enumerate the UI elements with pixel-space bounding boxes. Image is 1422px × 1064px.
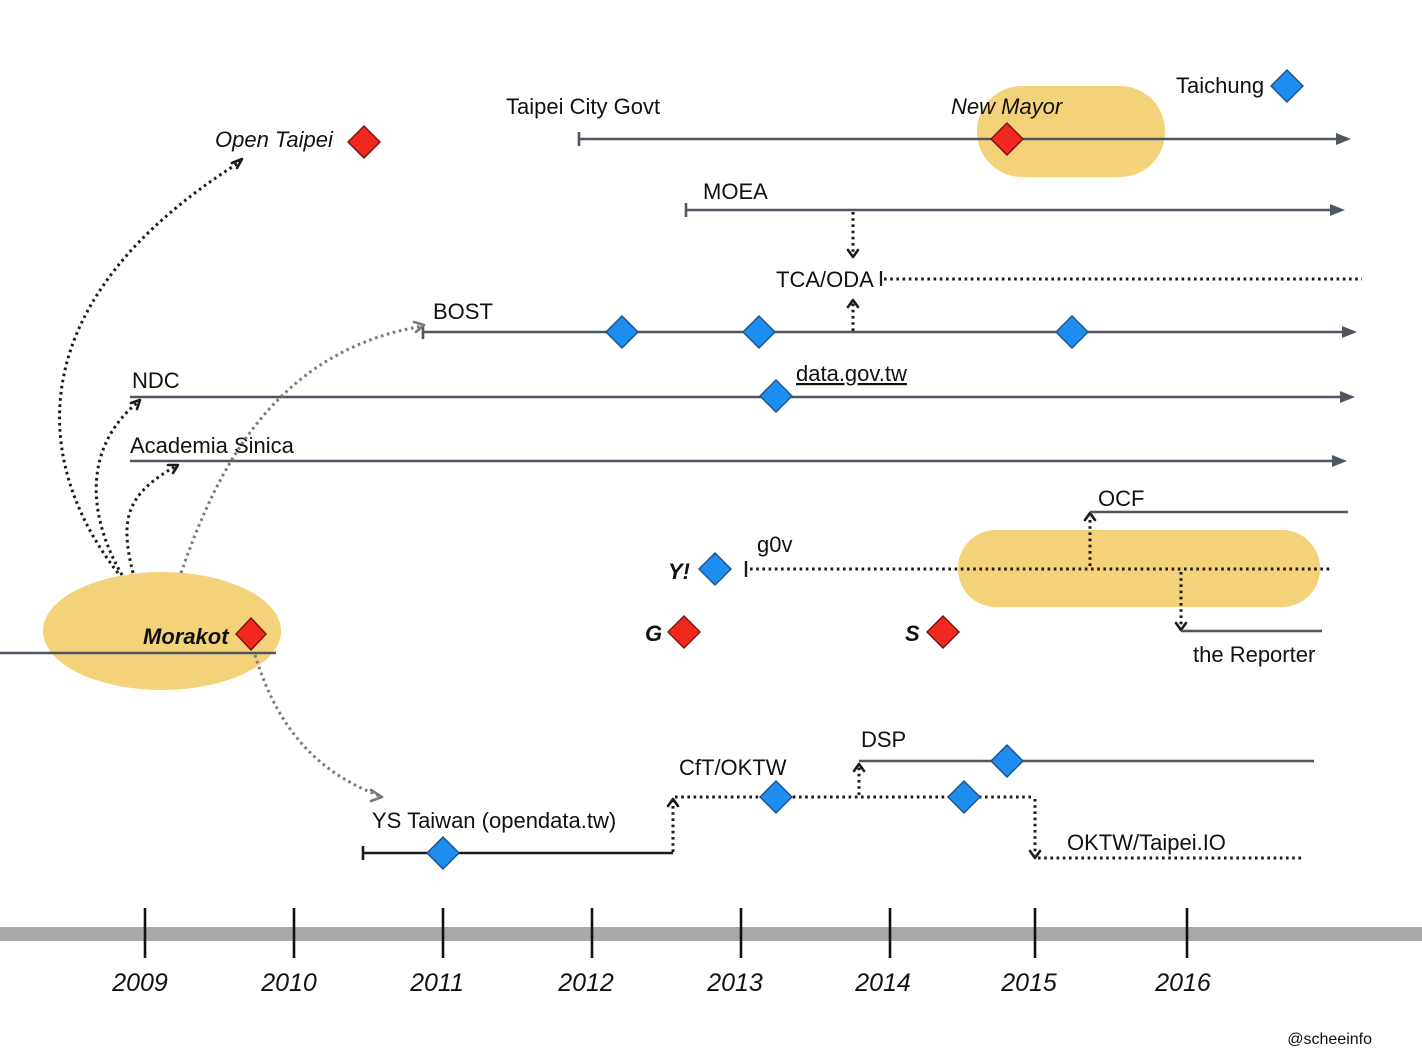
year-label-2011: 2011 (409, 969, 464, 997)
open-taipei-label: Open Taipei (215, 127, 334, 152)
taipei-city-govt-track: Taipei City Govt (506, 94, 1351, 146)
cft-oktw-marker (947, 780, 981, 814)
arrowhead (369, 788, 384, 803)
morakot-to-bost-connector (179, 324, 424, 574)
arrowhead (1083, 511, 1097, 522)
data-gov-tw-marker (759, 379, 793, 413)
the-reporter-label: the Reporter (1193, 642, 1315, 667)
oktw-taipei-io-label: OKTW/Taipei.IO (1067, 830, 1226, 855)
axis-bar (0, 927, 1422, 941)
ndc-label: NDC (132, 368, 180, 393)
ys-taiwan-label: YS Taiwan (opendata.tw) (372, 808, 616, 833)
ys-taiwan-marker (426, 836, 460, 870)
year-label-2009: 2009 (111, 969, 168, 997)
arrowhead (412, 320, 426, 334)
year-label-2010: 2010 (260, 969, 317, 997)
yahoo-label: Y! (668, 559, 690, 584)
cft-oktw-label: CfT/OKTW (679, 755, 787, 780)
taipei-city-govt-label: Taipei City Govt (506, 94, 660, 119)
bost-marker (605, 315, 639, 349)
s-marker (926, 615, 960, 649)
arrowhead (1336, 133, 1351, 145)
morakot-highlight (43, 572, 281, 690)
arrowhead (666, 797, 680, 808)
bost-track: BOST (421, 299, 1357, 339)
dsp-label: DSP (861, 727, 906, 752)
g0v-label: g0v (757, 532, 792, 557)
bost-label: BOST (433, 299, 493, 324)
year-label-2013: 2013 (706, 969, 763, 997)
arrowhead (1340, 391, 1355, 403)
morakot-to-ndc-connector (94, 400, 139, 576)
arrowhead (129, 398, 142, 411)
new-mayor-marker (990, 122, 1024, 156)
credit-label: @scheeinfo (1287, 1031, 1372, 1048)
academia-sinica-label: Academia Sinica (130, 433, 295, 458)
tca-oda-label: TCA/ODA (776, 267, 874, 292)
yahoo-marker (698, 552, 732, 586)
arrowhead (166, 463, 180, 475)
arrowhead (1342, 326, 1357, 338)
dsp-marker (990, 744, 1024, 778)
arrowhead (1332, 455, 1347, 467)
g0v-highlight (958, 530, 1320, 607)
moea-label: MOEA (703, 179, 768, 204)
academia-sinica-track: Academia Sinica (130, 433, 1347, 467)
bost-marker (1055, 315, 1089, 349)
arrowhead (230, 157, 244, 170)
moea-track: MOEA (684, 179, 1345, 217)
morakot-marker (235, 616, 267, 652)
data-gov-tw-link[interactable]: data.gov.tw (796, 361, 907, 386)
ndc-track: NDC (130, 368, 1355, 403)
morakot-to-ys-taiwan-connector (253, 654, 381, 798)
morakot-label: Morakot (143, 624, 230, 649)
google-label: G (645, 621, 662, 646)
taichung-label: Taichung (1176, 73, 1264, 98)
markers (235, 69, 1304, 870)
arrowhead (1330, 204, 1345, 216)
morakot-to-academia-connector (125, 464, 177, 574)
year-axis: 2009 2010 2011 2012 2013 2014 2015 2016 (0, 908, 1422, 997)
arrowhead (846, 298, 860, 309)
arrowhead (846, 248, 860, 259)
arrowhead (852, 762, 866, 773)
taichung-marker (1270, 69, 1304, 103)
morakot-to-open-taipei-connector (58, 160, 241, 574)
year-label-2014: 2014 (854, 969, 911, 997)
new-mayor-highlight (977, 86, 1165, 177)
cft-oktw-marker (759, 780, 793, 814)
year-label-2015: 2015 (1000, 969, 1057, 997)
new-mayor-label: New Mayor (951, 94, 1064, 119)
bost-marker (742, 315, 776, 349)
s-label: S (905, 621, 920, 646)
open-taipei-marker (347, 125, 381, 159)
arrowhead (1028, 849, 1042, 860)
google-marker (667, 615, 701, 649)
year-label-2012: 2012 (557, 969, 614, 997)
year-label-2016: 2016 (1154, 969, 1211, 997)
ocf-label: OCF (1098, 486, 1144, 511)
